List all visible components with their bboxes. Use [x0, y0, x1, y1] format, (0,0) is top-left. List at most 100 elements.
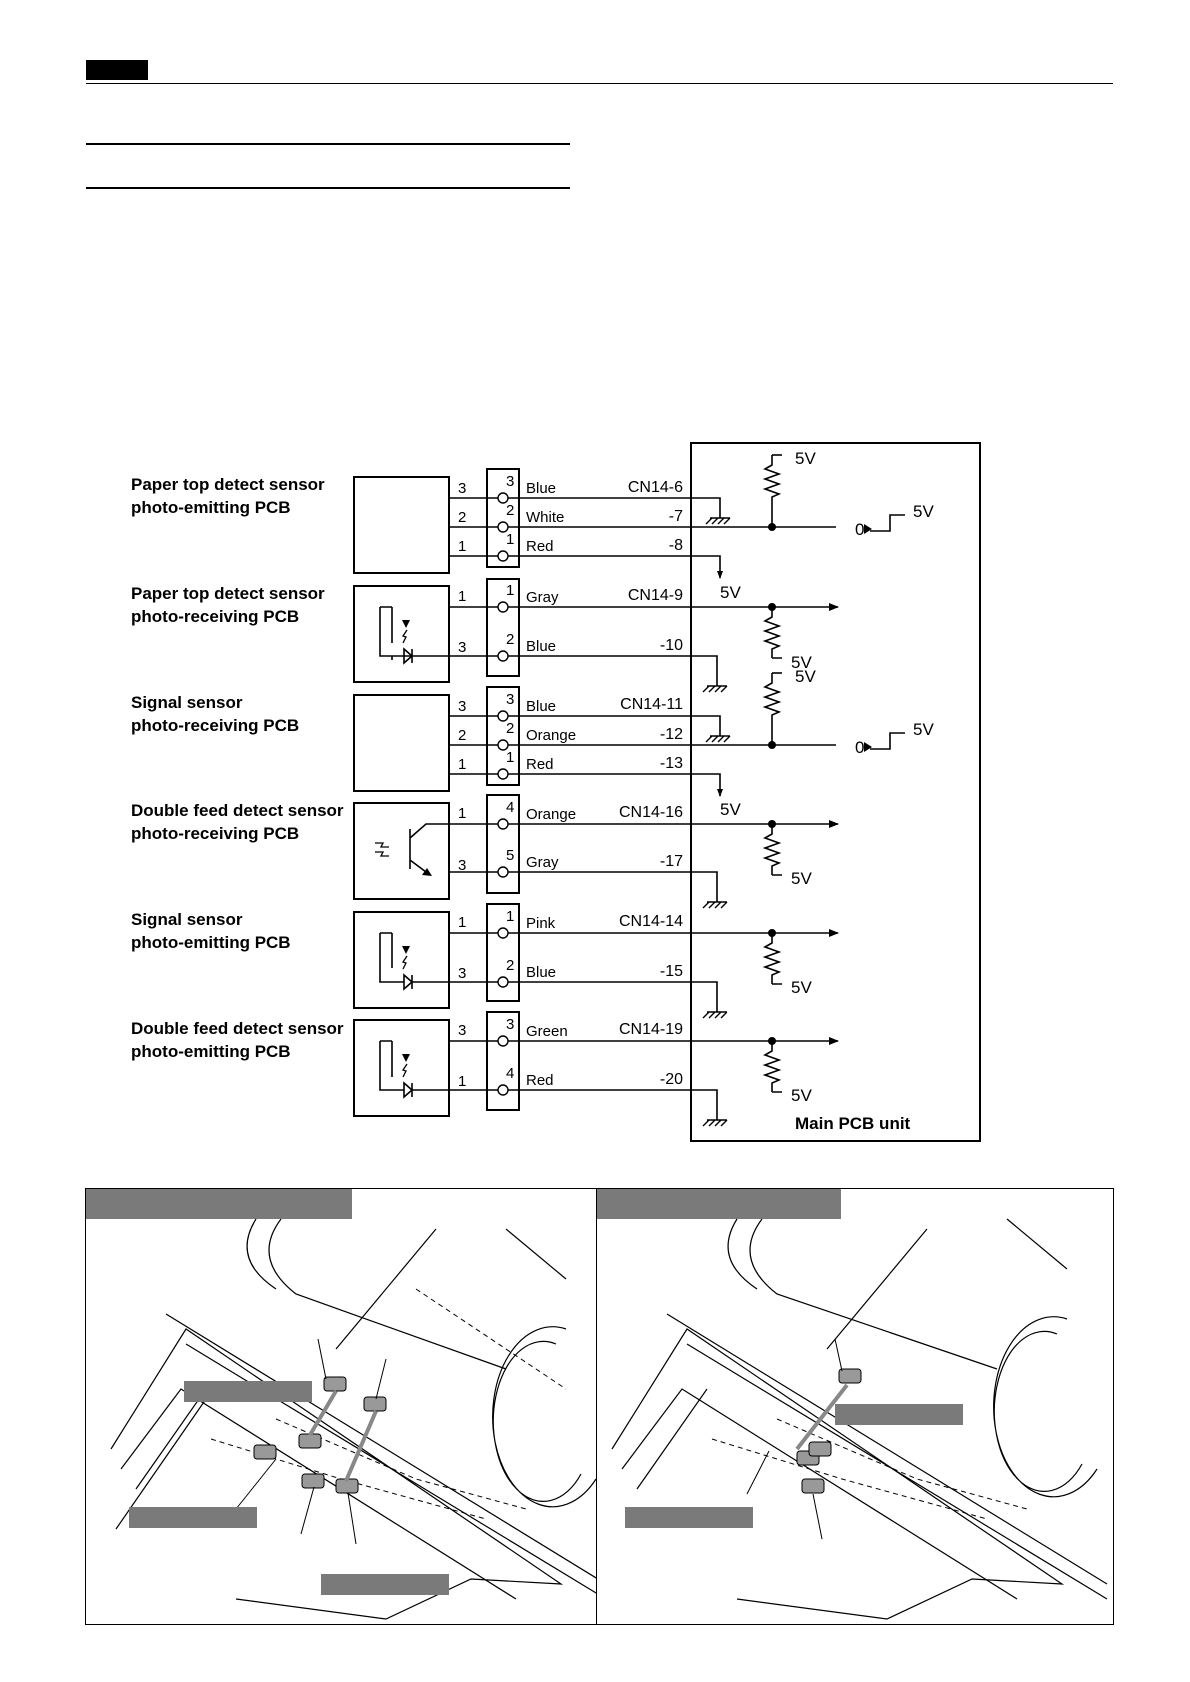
pcb-label-2b: photo-receiving PCB [131, 607, 299, 626]
pcb-box [353, 585, 450, 683]
v5-label: 5V [913, 720, 934, 739]
conn-pin: 3 [506, 1016, 514, 1033]
pcb-pin: 2 [458, 727, 466, 744]
photo-title-bar [597, 1189, 841, 1219]
v5-label: 5V [720, 800, 741, 819]
conn-pin: 2 [506, 957, 514, 974]
cn-label: CN14-16 [619, 804, 683, 821]
wire-color: Blue [526, 480, 556, 497]
pcb-label-3a: Signal sensor [131, 693, 243, 712]
zero-label: 0 [855, 520, 864, 539]
wire-color: Green [526, 1023, 568, 1040]
cn-label: CN14-9 [628, 587, 683, 604]
cn-label: -7 [669, 508, 683, 525]
pcb-pin: 3 [458, 857, 466, 874]
cn-label: CN14-19 [619, 1021, 683, 1038]
cn-label: -15 [660, 963, 683, 980]
conn-pin: 1 [506, 908, 514, 925]
wire-color: Blue [526, 964, 556, 981]
pcb-pin: 3 [458, 480, 466, 497]
wire-color: Pink [526, 915, 556, 932]
pcb-pin: 3 [458, 965, 466, 982]
cn-label: CN14-14 [619, 913, 683, 930]
assembly-drawing-right [611, 1218, 1108, 1620]
pcb-label-4a: Double feed detect sensor [131, 801, 344, 820]
cn-label: -20 [660, 1071, 683, 1088]
pcb-pin: 1 [458, 588, 466, 605]
pcb-pin: 3 [458, 639, 466, 656]
pcb-label-5a: Signal sensor [131, 910, 243, 929]
conn-pin: 3 [506, 691, 514, 708]
wiring-diagram: Paper top detect sensor photo-emitting P… [131, 442, 981, 1142]
photo-panel-right [596, 1188, 1114, 1625]
callout-label [321, 1574, 449, 1595]
conn-pin: 4 [506, 1065, 514, 1082]
pcb-pin: 1 [458, 756, 466, 773]
v5-label: 5V [791, 653, 812, 672]
pcb-pin: 1 [458, 805, 466, 822]
pcb-pin: 3 [458, 1022, 466, 1039]
callout-label [625, 1507, 753, 1528]
pcb-label-6b: photo-emitting PCB [131, 1042, 291, 1061]
conn-pin: 4 [506, 799, 514, 816]
header-tab [86, 60, 148, 80]
zero-label: 0 [855, 738, 864, 757]
pcb-pin: 1 [458, 914, 466, 931]
pcb-label-4b: photo-receiving PCB [131, 824, 299, 843]
cn-label: -10 [660, 637, 683, 654]
v5-label: 5V [913, 502, 934, 521]
photo-panel-left [85, 1188, 597, 1625]
wire-color: Red [526, 1072, 554, 1089]
pcb-labels: Paper top detect sensor photo-emitting P… [131, 475, 344, 1061]
wire-color: Blue [526, 638, 556, 655]
pcb-box [353, 476, 450, 574]
pcb-label-1b: photo-emitting PCB [131, 498, 291, 517]
cn-label: -12 [660, 726, 683, 743]
conn-pin: 2 [506, 631, 514, 648]
wire-color: Gray [526, 854, 559, 871]
header-rule [86, 83, 1113, 84]
conn-pin: 1 [506, 531, 514, 548]
cn-label: CN14-6 [628, 479, 683, 496]
cn-label: -17 [660, 853, 683, 870]
v5-label: 5V [791, 978, 812, 997]
conn-pin: 3 [506, 473, 514, 490]
wire-color: Gray [526, 589, 559, 606]
cn-label: -13 [660, 755, 683, 772]
pcb-label-1a: Paper top detect sensor [131, 475, 325, 494]
pcb-box [353, 694, 450, 792]
pcb-box [353, 802, 450, 900]
cn-label: -8 [669, 537, 683, 554]
pcb-box [353, 911, 450, 1009]
photo-title-bar [86, 1189, 352, 1219]
section-rule-top [86, 143, 570, 145]
wire-color: White [526, 509, 564, 526]
conn-pin: 2 [506, 720, 514, 737]
conn-pin: 2 [506, 502, 514, 519]
pcb-label-3b: photo-receiving PCB [131, 716, 299, 735]
main-pcb-box [690, 442, 981, 1142]
conn-pin: 1 [506, 749, 514, 766]
cn-label: CN14-11 [620, 696, 683, 713]
pcb-pin: 3 [458, 698, 466, 715]
v5-label: 5V [791, 1086, 812, 1105]
wire-color: Red [526, 538, 554, 555]
pcb-box [353, 1019, 450, 1117]
callout-label [129, 1507, 257, 1528]
v5-label: 5V [791, 869, 812, 888]
wire-color: Orange [526, 806, 576, 823]
pcb-pin: 1 [458, 538, 466, 555]
conn-pin: 1 [506, 582, 514, 599]
v5-label: 5V [795, 449, 816, 468]
wire-color: Orange [526, 727, 576, 744]
pcb-label-2a: Paper top detect sensor [131, 584, 325, 603]
pcb-pin: 1 [458, 1073, 466, 1090]
pcb-label-5b: photo-emitting PCB [131, 933, 291, 952]
main-pcb-title: Main PCB unit [795, 1114, 911, 1133]
callout-label [835, 1404, 963, 1425]
assembly-drawing-left [110, 1218, 596, 1620]
pcb-pin: 2 [458, 509, 466, 526]
wire-color: Red [526, 756, 554, 773]
v5-label: 5V [795, 667, 816, 686]
conn-pin: 5 [506, 847, 514, 864]
